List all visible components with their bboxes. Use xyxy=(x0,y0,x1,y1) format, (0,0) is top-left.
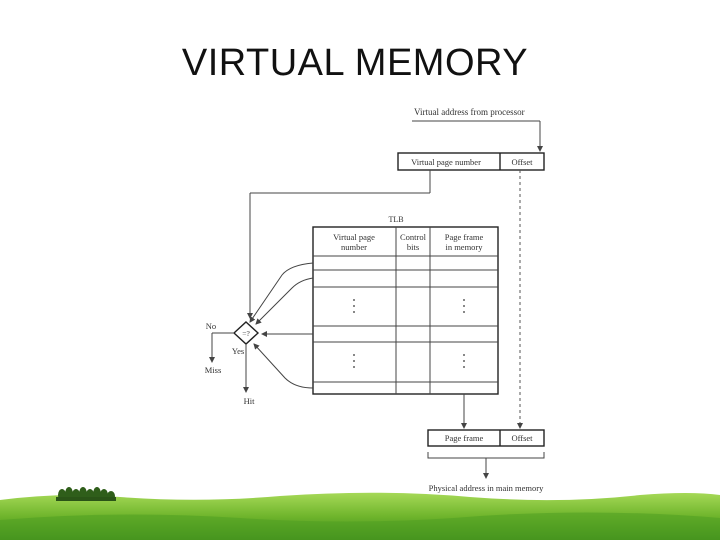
tlb-col-virtual-page: Virtual page xyxy=(333,232,375,242)
tlb-label: TLB xyxy=(388,215,403,224)
offset-field-top: Offset xyxy=(511,157,533,167)
tlb-col-virtual-page-2: number xyxy=(341,242,367,252)
yes-label: Yes xyxy=(232,346,244,356)
virtual-page-number-field: Virtual page number xyxy=(411,157,481,167)
diagram-paper xyxy=(180,100,560,498)
tlb-col-control-2: bits xyxy=(407,242,419,252)
hit-label: Hit xyxy=(244,396,256,406)
miss-label: Miss xyxy=(205,365,222,375)
offset-field-bottom: Offset xyxy=(511,433,533,443)
physical-address-label: Physical address in main memory xyxy=(429,483,544,493)
tlb-col-page-frame-2: in memory xyxy=(445,242,483,252)
virtual-address-label: Virtual address from processor xyxy=(414,107,525,117)
tree-line xyxy=(56,487,116,501)
tlb-col-page-frame: Page frame xyxy=(445,232,484,242)
no-label: No xyxy=(206,321,216,331)
tlb-col-control: Control xyxy=(400,232,427,242)
page-frame-field: Page frame xyxy=(445,433,484,443)
comparator-label: =? xyxy=(242,329,250,338)
